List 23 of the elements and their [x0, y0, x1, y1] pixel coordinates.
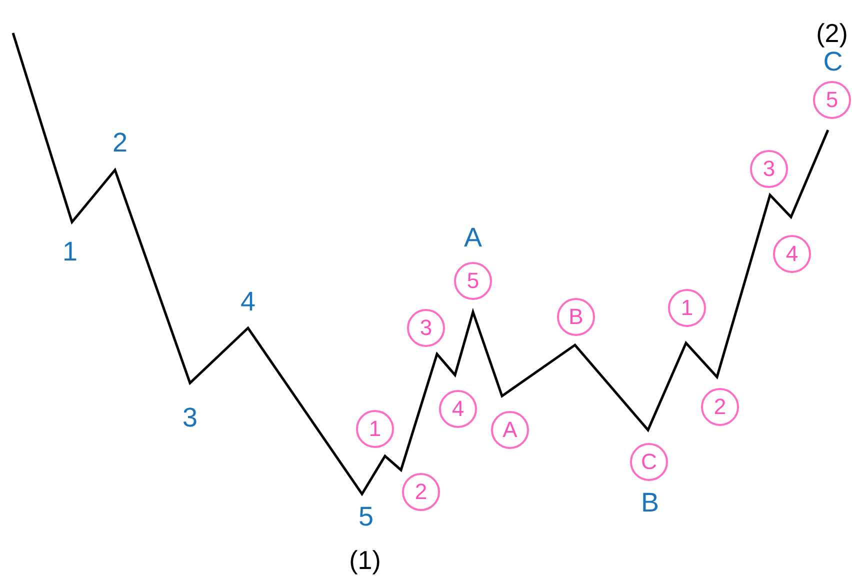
wave-label: 5 — [358, 504, 374, 530]
circled-label: 3 — [750, 150, 788, 188]
wave-label: A — [464, 224, 482, 252]
wave-label: 3 — [182, 404, 198, 432]
wave-label: 1 — [62, 238, 78, 266]
wave-label: B — [641, 490, 659, 516]
circled-label: 2 — [701, 388, 739, 426]
circled-label: 4 — [439, 390, 477, 428]
circled-label: 3 — [407, 309, 445, 347]
circled-label: 5 — [813, 81, 851, 119]
wave-label: 2 — [112, 130, 128, 156]
wave-label: C — [823, 48, 843, 76]
degree-label: (2) — [816, 20, 848, 46]
circled-label: A — [491, 411, 529, 449]
circled-label: 1 — [668, 289, 706, 327]
circled-label: 1 — [356, 410, 394, 448]
circled-label: 5 — [454, 262, 492, 300]
circled-label: 4 — [773, 235, 811, 273]
circled-label: 2 — [402, 473, 440, 511]
circled-label: B — [557, 298, 595, 336]
degree-label: (1) — [349, 547, 381, 573]
circled-label: C — [630, 443, 668, 481]
wave-label: 4 — [240, 288, 256, 316]
